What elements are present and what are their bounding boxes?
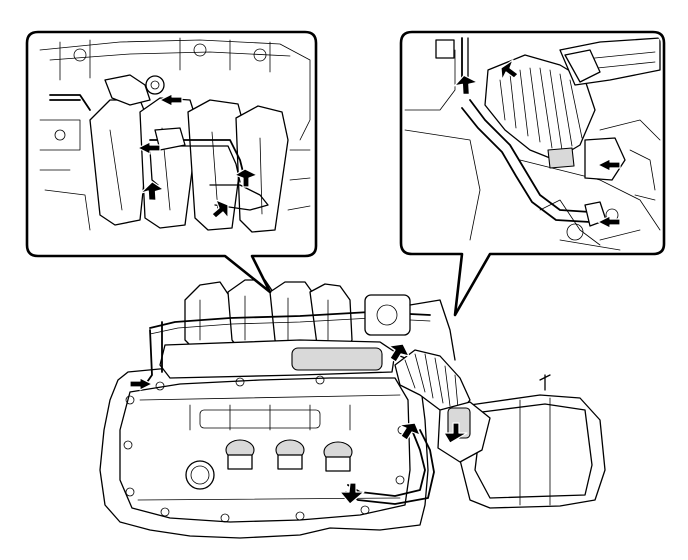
arrow-marker: [388, 343, 410, 363]
callout-right-arrows: [453, 59, 621, 229]
arrow-marker: [339, 482, 365, 505]
arrow-marker: [453, 74, 479, 95]
arrow-marker: [159, 93, 183, 107]
arrow-marker: [139, 181, 164, 201]
callout-left-arrows: [137, 93, 258, 219]
arrow-marker: [443, 422, 468, 444]
arrow-marker: [137, 141, 161, 155]
main-arrows: [129, 343, 468, 505]
ignition-coils: [225, 439, 353, 472]
arrow-marker: [129, 377, 153, 391]
arrow-marker: [597, 158, 621, 172]
arrow-marker: [500, 59, 519, 81]
engine-assembly: [99, 279, 606, 539]
arrow-marker: [597, 215, 621, 229]
arrow-marker: [211, 199, 229, 219]
detail-view-intake-manifold: [25, 30, 318, 294]
oil-filler-cap: [185, 460, 215, 490]
arrow-marker: [398, 422, 421, 441]
detail-view-air-intake-hose: [399, 30, 666, 317]
arrow-marker: [234, 168, 258, 188]
